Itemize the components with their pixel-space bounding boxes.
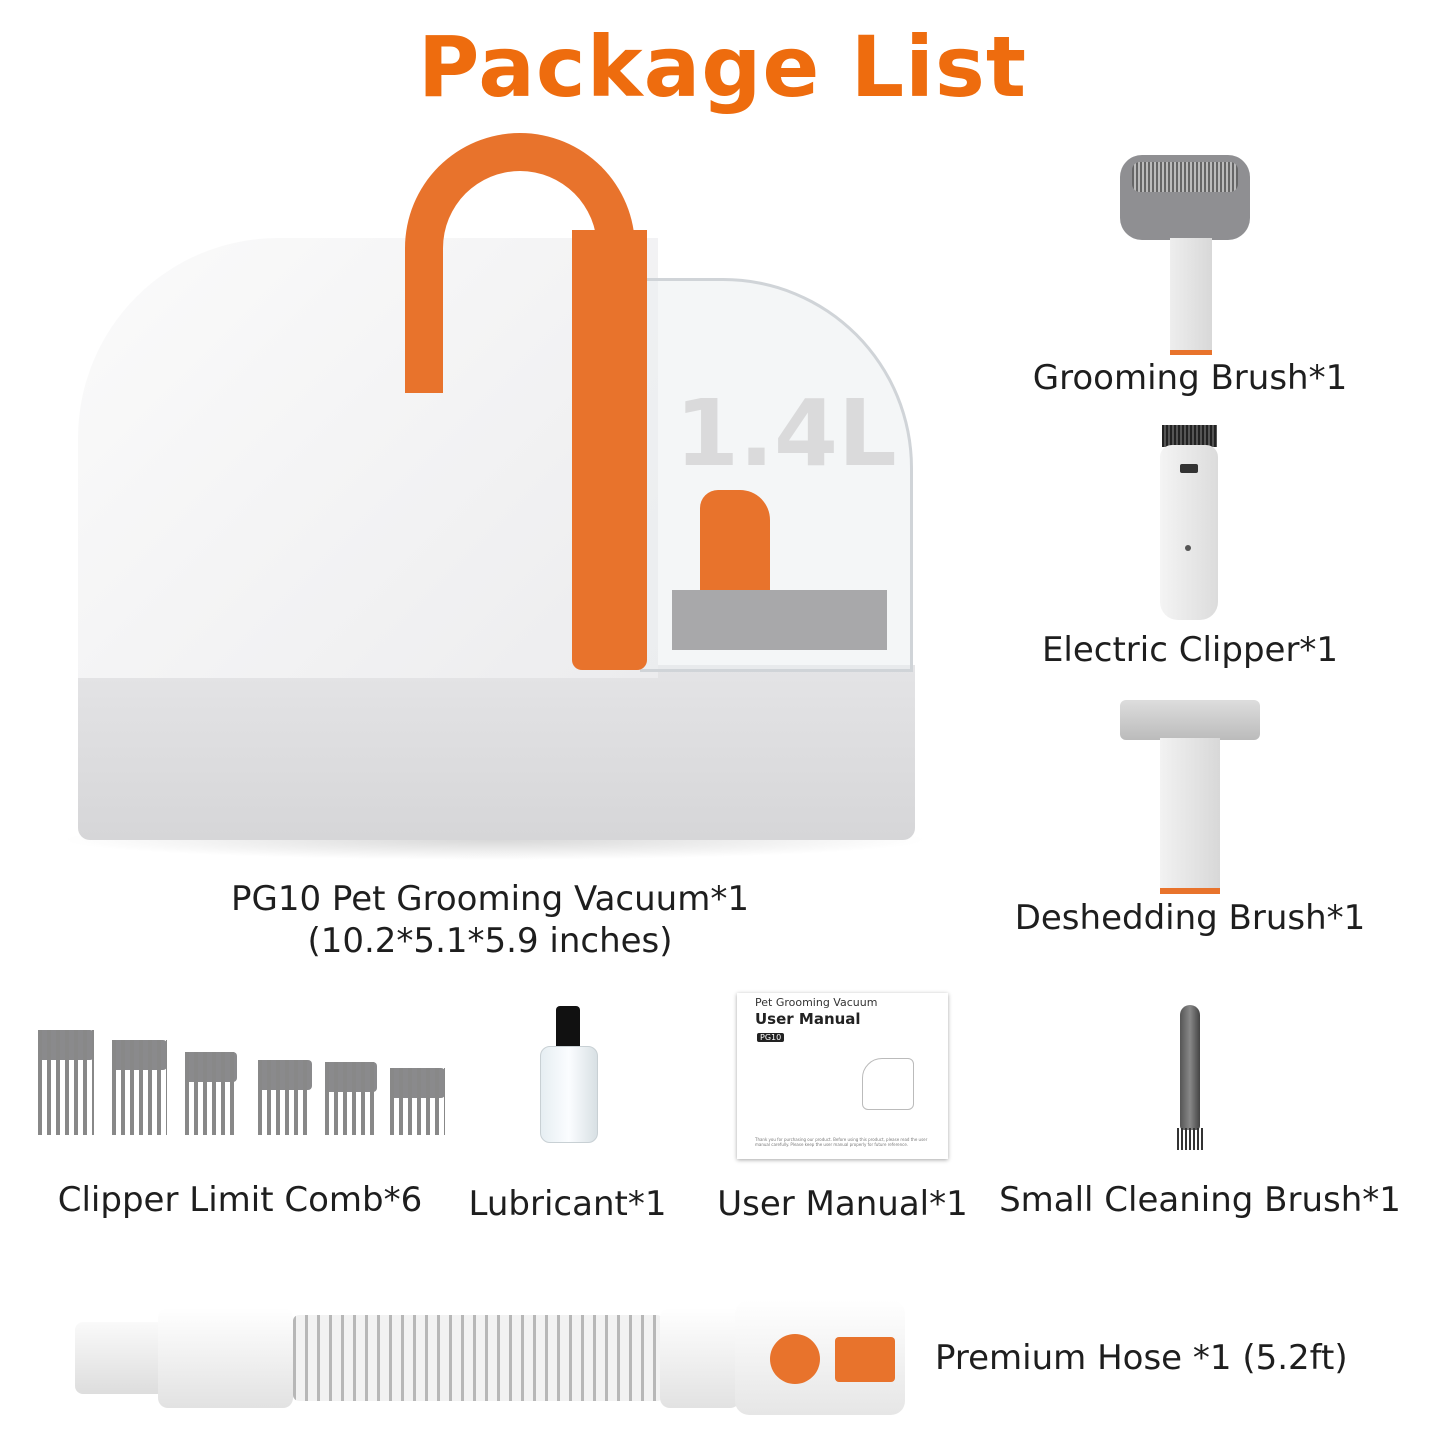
hose-release-button [770,1334,820,1384]
clipper-button [1185,545,1191,551]
manual-subtitle: Pet Grooming Vacuum [755,996,878,1009]
page-title: Package List [417,18,1028,116]
clipper-display [1180,464,1198,473]
vacuum-spout [700,490,770,590]
comb-3-teeth [185,1052,237,1135]
limit-comb-label: Clipper Limit Comb*6 [57,1180,423,1220]
deshedding-handle [1160,738,1220,894]
vacuum-name: PG10 Pet Grooming Vacuum*1 [231,879,749,919]
grooming-brush-label: Grooming Brush*1 [1032,358,1348,398]
vacuum-base [78,665,915,840]
comb-2-teeth [112,1040,167,1135]
manual-fine-print: Thank you for purchasing our product. Be… [755,1137,928,1147]
vacuum-label: PG10 Pet Grooming Vacuum*1 (10.2*5.1*5.9… [190,878,790,962]
vacuum-handle-strap [572,230,647,670]
comb-1-teeth [38,1030,94,1135]
lubricant-body [540,1046,598,1143]
clipper-body [1160,445,1218,620]
user-manual-label: User Manual*1 [717,1184,968,1224]
manual-model: PG10 [757,1033,785,1042]
hose-cuff-2 [660,1308,740,1408]
vacuum-dimensions: (10.2*5.1*5.9 inches) [307,921,673,961]
cleaning-brush-bristles [1177,1128,1203,1150]
hose-end [75,1322,165,1394]
deshedding-head [1120,700,1260,740]
comb-5-teeth [325,1062,377,1135]
lubricant-cap [556,1006,580,1048]
hose-cuff [158,1308,293,1408]
electric-clipper-label: Electric Clipper*1 [1041,630,1339,670]
clipper-blade [1162,425,1217,447]
hose-label: Premium Hose *1 (5.2ft) [935,1338,1348,1378]
capacity-mark: 1.4L [675,380,897,487]
deshedding-brush-label: Deshedding Brush*1 [1014,898,1366,938]
hose-tab [835,1337,895,1382]
cleaning-brush-label: Small Cleaning Brush*1 [999,1180,1401,1220]
vacuum-tray [672,590,887,650]
manual-vacuum-sketch [862,1058,914,1110]
manual-title: User Manual [755,1010,861,1028]
brush-handle [1170,238,1212,355]
user-manual-icon: Pet Grooming Vacuum User Manual PG10 Tha… [737,993,948,1159]
lubricant-label: Lubricant*1 [468,1184,667,1224]
cleaning-brush-handle [1180,1005,1200,1130]
brush-bristles [1132,162,1238,192]
hose-spring [293,1315,663,1401]
comb-4-teeth [258,1060,312,1135]
comb-6-teeth [390,1068,445,1135]
